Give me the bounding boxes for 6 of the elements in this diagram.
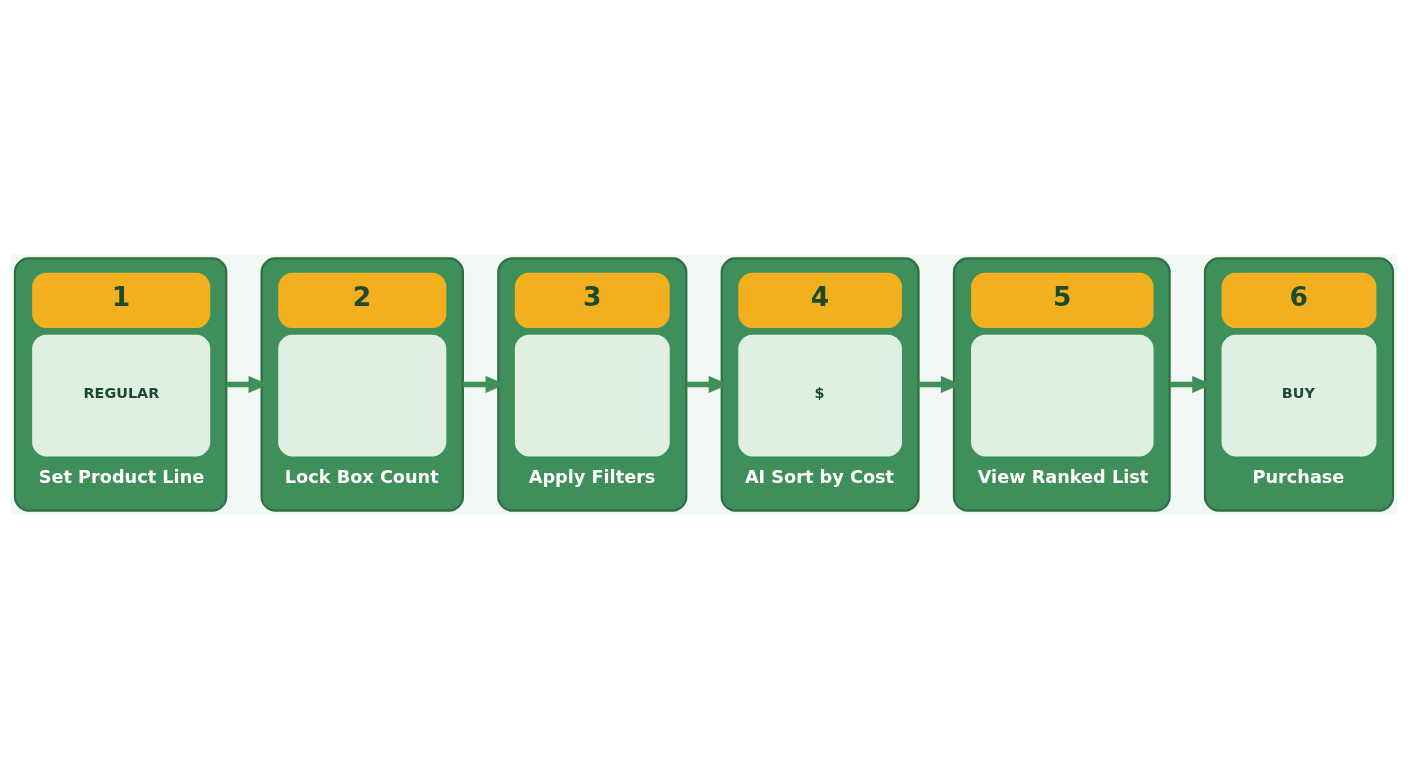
- node-box: 4 $ AI Sort by Cost: [720, 256, 920, 512]
- node-box: 3 Apply Filters: [497, 256, 688, 512]
- node-box: 5 View Ranked List: [952, 256, 1171, 512]
- node-box: 2 Lock Box Count: [260, 256, 464, 512]
- node-box: 6 BUY Purchase: [1203, 256, 1395, 512]
- node-box: 1 REGULAR Set Product Line: [13, 256, 228, 512]
